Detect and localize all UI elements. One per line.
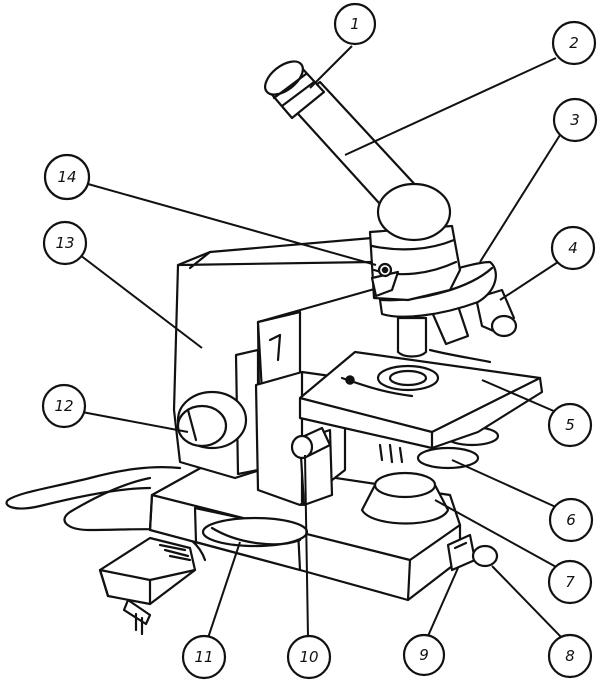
callout-8-label: 8 [565,647,575,665]
coarse-focus-knob [176,390,248,450]
eyepiece-tube [288,80,452,242]
callout-7-label: 7 [565,573,575,591]
callout-4-label: 4 [568,239,578,257]
callout-14-label: 14 [57,168,76,186]
light-source [360,471,450,525]
callout-10: 10 [286,454,332,680]
callout-1: 1 [309,2,377,89]
callout-3: 3 [479,97,598,263]
callout-12-label: 12 [54,397,73,415]
callout-11-label: 11 [194,648,213,666]
callout-14: 14 [43,153,377,266]
power-adapter [5,466,207,636]
eyepiece [264,60,326,120]
callout-5-label: 5 [565,416,575,434]
callout-6: 6 [451,459,594,543]
objectives [396,288,518,358]
stage [298,348,544,450]
callout-9-label: 9 [419,646,429,664]
mirror [201,516,309,548]
callout-3-label: 3 [570,111,580,129]
callout-5: 5 [481,379,593,448]
callout-10-label: 10 [299,648,318,666]
callout-2: 2 [344,20,597,156]
callout-2-label: 2 [569,34,579,52]
callout-11: 11 [181,541,241,680]
callout-12: 12 [41,383,189,433]
callout-9: 9 [402,567,459,677]
callout-13-label: 13 [55,234,74,252]
fine-focus-knob [290,426,332,460]
brightness-knob [471,544,499,568]
callout-7: 7 [434,499,593,605]
callout-1-label: 1 [350,15,360,33]
callout-4: 4 [499,225,596,301]
callout-6-label: 6 [566,511,576,529]
callout-13: 13 [42,220,203,349]
head [368,224,462,302]
callout-8: 8 [491,565,593,679]
